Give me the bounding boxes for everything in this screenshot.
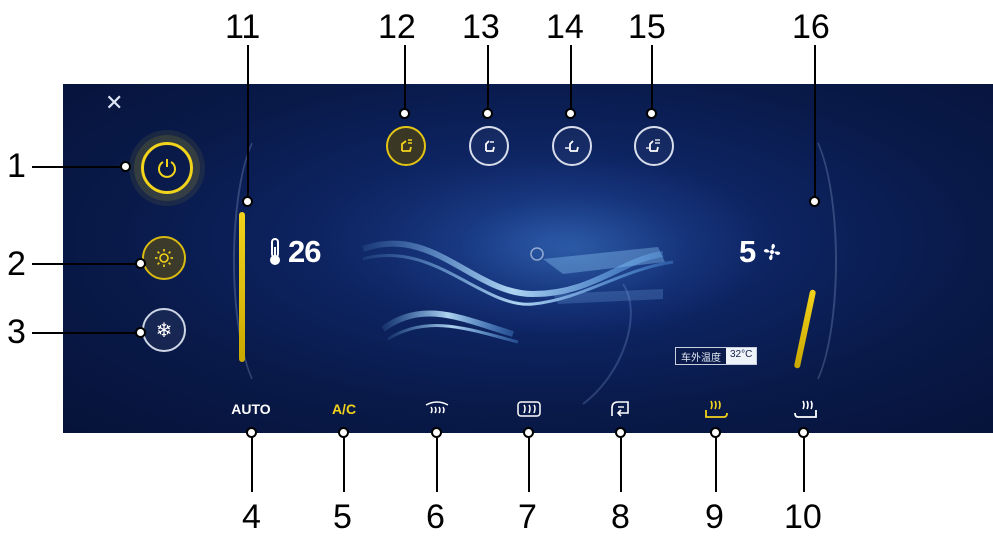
sun-icon <box>155 249 173 267</box>
seat-heat-icon <box>705 400 728 418</box>
seat-mode-face-button[interactable] <box>469 126 509 166</box>
callout-dot-11 <box>242 196 253 207</box>
callout-9: 9 <box>705 498 724 536</box>
callout-3: 3 <box>7 313 26 351</box>
fan-speed-arc[interactable] <box>763 124 837 398</box>
seat-face-air-icon <box>485 140 495 152</box>
seat-mode-airflow-button[interactable] <box>386 126 426 166</box>
outside-temperature-label: 车外温度 <box>676 348 726 364</box>
callout-line-1 <box>32 166 122 168</box>
callout-line-4 <box>251 437 253 492</box>
callout-7: 7 <box>518 498 537 536</box>
auto-label: AUTO <box>231 401 271 417</box>
callout-dot-2 <box>135 258 146 269</box>
callout-line-11 <box>247 45 249 197</box>
callout-line-14 <box>570 45 572 110</box>
auto-button[interactable]: AUTO <box>221 399 281 419</box>
temperature-value: 26 <box>288 234 321 269</box>
seat-mode-feet-button[interactable] <box>552 126 592 166</box>
callout-14: 14 <box>546 8 584 46</box>
callout-5: 5 <box>333 498 352 536</box>
rear-defrost-button[interactable] <box>499 399 559 419</box>
callout-6: 6 <box>426 498 445 536</box>
callout-dot-13 <box>482 108 493 119</box>
callout-line-3 <box>32 332 137 334</box>
callout-line-7 <box>528 437 530 492</box>
thermometer-icon <box>270 238 280 265</box>
callout-line-15 <box>651 45 653 110</box>
temperature-level-bar <box>239 212 245 362</box>
recirculation-button[interactable] <box>591 399 651 419</box>
seat-heat-passenger-button[interactable] <box>776 399 836 419</box>
snowflake-button[interactable]: ❄ <box>142 308 186 352</box>
seat-face-feet-air-icon <box>646 139 660 152</box>
callout-line-13 <box>487 45 489 110</box>
callout-15: 15 <box>628 8 666 46</box>
front-defrost-button[interactable] <box>407 399 467 419</box>
callout-line-12 <box>404 45 406 110</box>
seat-feet-air-icon <box>565 140 579 152</box>
seat-heat-button[interactable] <box>686 399 746 419</box>
callout-line-10 <box>803 437 805 492</box>
seat-mode-face-feet-button[interactable] <box>634 126 674 166</box>
callout-16: 16 <box>792 8 830 46</box>
callout-line-16 <box>814 45 816 197</box>
callout-2: 2 <box>7 245 26 283</box>
climate-control-screen: ✕ ❄ 26 5 车外温度 32°C AUTO A/C <box>63 84 993 433</box>
ac-button[interactable]: A/C <box>314 399 374 419</box>
callout-13: 13 <box>462 8 500 46</box>
close-icon: ✕ <box>105 90 124 115</box>
callout-line-9 <box>715 437 717 492</box>
fan-speed-value: 5 <box>739 234 757 269</box>
callout-line-2 <box>32 263 137 265</box>
callout-dot-16 <box>809 196 820 207</box>
snowflake-icon: ❄ <box>155 319 173 342</box>
callout-dot-15 <box>646 108 657 119</box>
callout-1: 1 <box>7 147 26 185</box>
background-glow <box>393 164 753 334</box>
close-button[interactable]: ✕ <box>105 90 123 116</box>
temperature-display[interactable]: 26 <box>268 234 321 270</box>
airflow-illustration <box>361 240 674 405</box>
ac-label: A/C <box>331 401 357 417</box>
recirculation-icon <box>611 401 629 417</box>
callout-dot-1 <box>120 161 131 172</box>
callout-12: 12 <box>378 8 416 46</box>
outside-temperature-value: 32°C <box>726 348 757 364</box>
callout-8: 8 <box>611 498 630 536</box>
callout-4: 4 <box>242 498 261 536</box>
fan-speed-display[interactable]: 5 <box>739 234 784 270</box>
callout-line-8 <box>620 437 622 492</box>
power-button[interactable] <box>141 142 193 194</box>
callout-dot-3 <box>135 327 146 338</box>
fan-icon <box>764 243 781 261</box>
front-defrost-icon <box>425 401 449 414</box>
rear-defrost-icon <box>517 401 541 417</box>
seat-heat-passenger-icon <box>794 400 817 418</box>
callout-dot-14 <box>565 108 576 119</box>
callout-line-6 <box>436 437 438 492</box>
callout-dot-12 <box>399 108 410 119</box>
callout-11: 11 <box>225 8 261 46</box>
seat-airflow-icon <box>401 139 412 152</box>
temperature-arc[interactable] <box>233 124 307 398</box>
callout-line-5 <box>343 437 345 492</box>
sun-button[interactable] <box>142 236 186 280</box>
outside-temperature: 车外温度 32°C <box>675 347 758 365</box>
power-icon <box>158 159 176 178</box>
callout-10: 10 <box>784 498 822 536</box>
